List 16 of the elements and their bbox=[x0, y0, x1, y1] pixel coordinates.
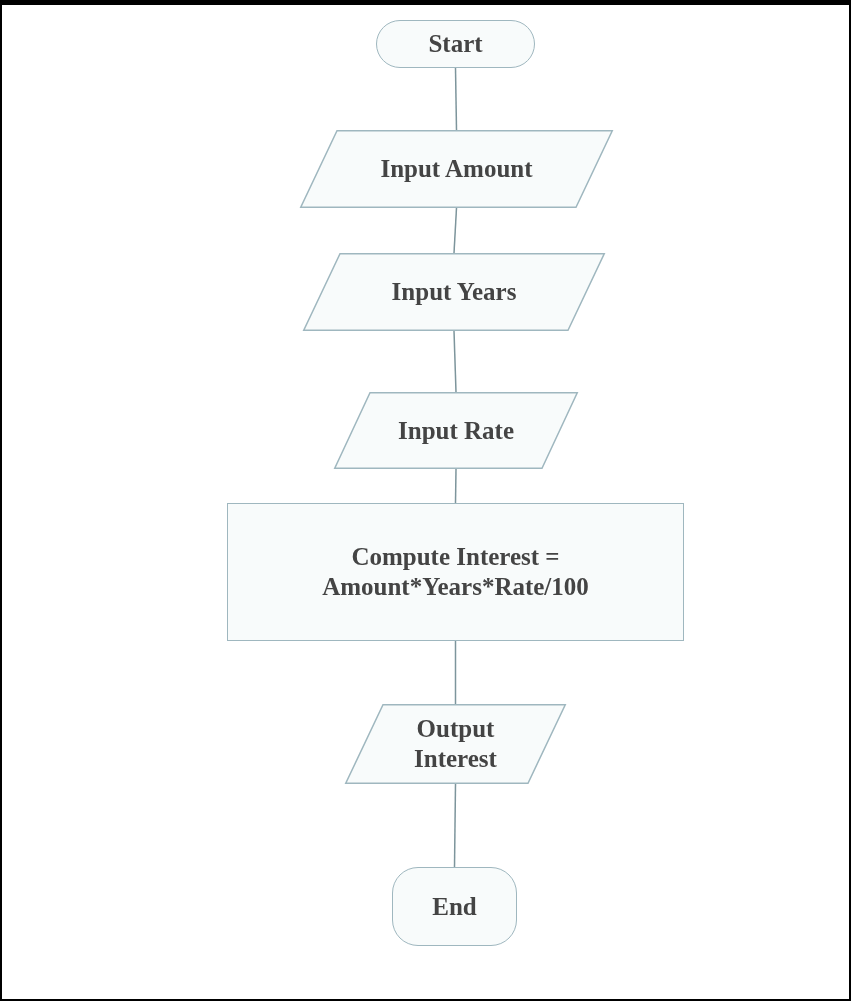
connector-line bbox=[453, 330, 457, 393]
node-label: End bbox=[432, 891, 477, 922]
connector-line bbox=[454, 67, 458, 131]
connector-line bbox=[453, 207, 458, 254]
node-label: Input Rate bbox=[398, 415, 514, 446]
process-box bbox=[227, 503, 684, 641]
connector-line bbox=[454, 468, 457, 504]
node-label: Input Amount bbox=[380, 154, 533, 184]
node-label: Compute Interest = Amount*Years*Rate/100 bbox=[321, 542, 590, 602]
node-label: Start bbox=[428, 29, 483, 59]
node-label: Output Interest bbox=[413, 714, 498, 774]
node-label: Input Years bbox=[391, 277, 517, 307]
connector-line bbox=[453, 783, 457, 868]
terminator-shape bbox=[376, 20, 535, 68]
terminator-shape bbox=[392, 867, 517, 946]
connector-line bbox=[454, 640, 457, 705]
